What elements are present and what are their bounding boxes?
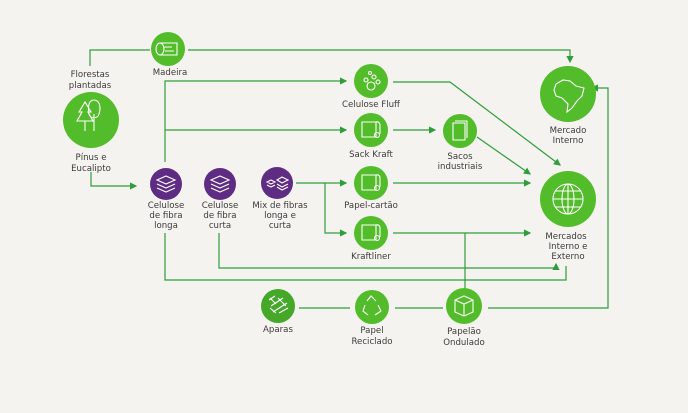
node-celulose-curta: Celulose de fibra curta: [202, 168, 239, 231]
node-aparas: Aparas: [261, 289, 295, 335]
bubbles-icon: [363, 70, 381, 91]
node-celulose-fluff: Celulose Fluff: [342, 64, 401, 110]
node-mercados-interno-externo: Mercados Interno e Externo: [540, 171, 596, 262]
label: Sacos: [447, 152, 473, 162]
label: Papel: [360, 326, 383, 336]
node-papel-reciclado: Papel Reciclado: [351, 290, 393, 347]
brazil-map-icon: [553, 79, 585, 114]
trees-icon: [76, 99, 101, 131]
paper-roll-icon: [361, 174, 381, 192]
label: longa e: [264, 211, 296, 221]
paper-roll-icon: [361, 224, 381, 242]
connector-pinus-celulose: [90, 172, 138, 190]
label: curta: [209, 221, 231, 231]
stacked-sheets-icon: [155, 175, 177, 193]
node-celulose-longa: Celulose de fibra longa: [148, 168, 185, 231]
bag-icon: [452, 120, 468, 141]
stacked-sheets-icon: [265, 176, 290, 191]
label: Interno e: [549, 242, 588, 252]
label: Ondulado: [443, 338, 484, 348]
node-kraftliner: Kraftliner: [351, 216, 391, 262]
label-pinus-2: Eucalipto: [71, 164, 111, 174]
recycle-icon: [362, 295, 382, 316]
connector-madeira-mercado-interno: [188, 49, 574, 64]
label: Mercados: [545, 232, 587, 242]
connector-fluff-mercados: [393, 81, 561, 166]
label: Kraftliner: [351, 252, 391, 262]
fibers-icon: [268, 295, 289, 314]
node-papel-cartao: Papel-cartão: [344, 166, 398, 211]
label: Mercado: [550, 126, 587, 136]
connector-florestas-madeira: [89, 49, 150, 66]
label-madeira: Madeira: [153, 68, 188, 78]
node-mercado-interno: Mercado Interno: [540, 66, 596, 146]
label: Celulose Fluff: [342, 100, 401, 110]
connector-curta-mercados: [218, 233, 560, 270]
node-pinus-eucalipto: Pínus e Eucalipto: [63, 92, 119, 174]
connectors: [89, 49, 609, 309]
node-sack-kraft: Sack Kraft: [349, 113, 394, 160]
label: Reciclado: [351, 337, 392, 347]
label: Interno: [553, 136, 584, 146]
label-florestas-2: plantadas: [69, 81, 112, 91]
node-sacos-industriais: Sacos industriais: [438, 114, 483, 172]
log-icon: [155, 42, 178, 56]
label: Sack Kraft: [349, 150, 393, 160]
label: longa: [154, 221, 178, 231]
node-madeira: Madeira: [151, 32, 187, 78]
stacked-sheets-icon: [209, 175, 231, 193]
label-pinus: Pínus e: [76, 153, 107, 163]
label: Papel-cartão: [344, 201, 398, 211]
globe-icon: [552, 183, 584, 215]
label: Externo: [551, 252, 584, 262]
label: de fibra: [149, 211, 182, 221]
node-papelao-ondulado: Papelão Ondulado: [443, 288, 485, 348]
connector-sacos-mercados: [476, 136, 531, 175]
connector-longa-mercados: [164, 233, 567, 281]
connector-longa-fluff: [164, 77, 348, 162]
label: industriais: [438, 162, 483, 172]
label: Celulose: [202, 201, 239, 211]
paper-roll-icon: [361, 121, 381, 139]
node-mix-fibras: Mix de fibras longa e curta: [252, 167, 308, 231]
label: Aparas: [263, 325, 293, 335]
label: Celulose: [148, 201, 185, 211]
connector-papelao-mercado-interno: [488, 84, 609, 309]
connector-mix-kraftliner: [324, 183, 348, 237]
label: Mix de fibras: [252, 201, 308, 211]
label: curta: [269, 221, 291, 231]
label-florestas: Florestas: [71, 70, 110, 80]
label: de fibra: [203, 211, 236, 221]
label: Papelão: [447, 327, 481, 337]
box-icon: [454, 295, 474, 317]
